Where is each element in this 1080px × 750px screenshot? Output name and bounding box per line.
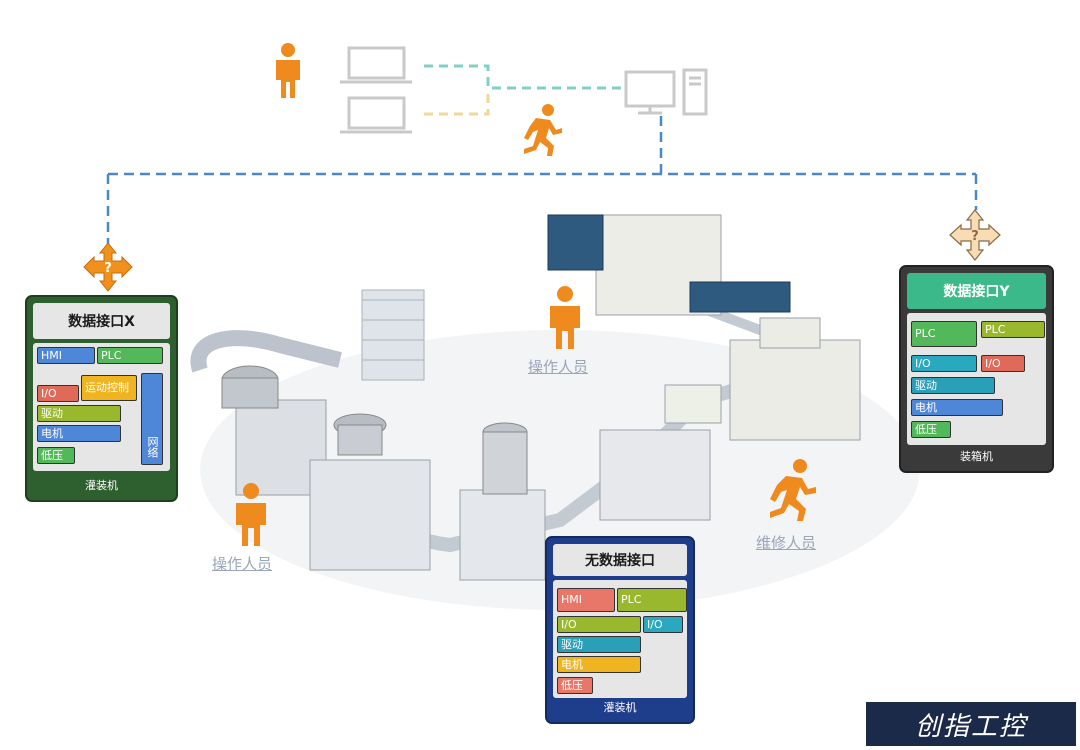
- brand-logo-text: 创指工控: [914, 711, 1027, 742]
- panel-title: 无数据接口: [553, 544, 687, 576]
- plc-block: PLC: [97, 347, 163, 364]
- io-block-2: I/O: [981, 355, 1025, 372]
- panel-footer: 灌装机: [603, 701, 637, 714]
- question-arrows-icon: ?: [83, 242, 133, 292]
- motor-block: 电机: [557, 656, 641, 673]
- motor-block: 电机: [37, 425, 121, 442]
- laptop-icon: [340, 96, 412, 134]
- data-interface-y-panel: 数据接口Y PLC PLC I/O I/O 驱动 电机 低压 装箱机: [899, 265, 1054, 473]
- drive-block: 驱动: [911, 377, 995, 394]
- io-block: I/O: [37, 385, 79, 402]
- plc-block: PLC: [617, 588, 687, 612]
- link-line-yellow: [424, 88, 490, 116]
- network-label: 网络: [146, 436, 159, 458]
- motor-block: 电机: [911, 399, 1003, 416]
- running-person-icon: [524, 104, 562, 156]
- production-line-illustration: [190, 214, 920, 610]
- laptop-icon: [340, 46, 412, 84]
- hmi-block: HMI: [557, 588, 615, 612]
- operator-icon-center: [550, 286, 580, 349]
- drive-block: 驱动: [37, 405, 121, 422]
- operator-label-center: 操作人员: [528, 358, 589, 376]
- panel-title: 数据接口X: [33, 303, 170, 339]
- operator-icon-left: [236, 483, 266, 546]
- io-block-2: I/O: [643, 616, 683, 633]
- low-voltage-block: 低压: [911, 421, 951, 438]
- network-block: 网络: [141, 373, 163, 465]
- brand-logo: 创指工控: [866, 702, 1076, 746]
- panel-title: 数据接口Y: [907, 273, 1046, 309]
- drive-block: 驱动: [557, 636, 641, 653]
- maintenance-label: 维修人员: [756, 534, 817, 552]
- io-block: I/O: [911, 355, 977, 372]
- plc-block: PLC: [911, 321, 977, 347]
- panel-footer: 灌装机: [85, 479, 118, 492]
- io-block: I/O: [557, 616, 641, 633]
- standing-person-icon: [276, 43, 300, 98]
- desktop-computer-icon: [624, 68, 708, 116]
- question-mark: ?: [971, 229, 979, 244]
- operator-label-left: 操作人员: [212, 555, 273, 573]
- low-voltage-block: 低压: [37, 447, 75, 464]
- question-mark: ?: [104, 261, 112, 276]
- hmi-block: HMI: [37, 347, 95, 364]
- link-line-teal: [424, 64, 626, 90]
- data-interface-x-panel: 数据接口X HMI PLC I/O 运动控制 驱动 电机 低压 网络 灌装机: [25, 295, 178, 502]
- plc-block-2: PLC: [981, 321, 1045, 338]
- question-arrows-icon: ?: [949, 209, 1001, 261]
- motion-control-block: 运动控制: [81, 375, 137, 401]
- network-line: [106, 116, 978, 244]
- no-data-interface-panel: 无数据接口 HMI PLC I/O I/O 驱动 电机 低压 灌装机: [545, 536, 695, 724]
- maintenance-person-icon: [770, 459, 816, 521]
- low-voltage-block: 低压: [557, 677, 593, 694]
- panel-footer: 装箱机: [960, 450, 993, 463]
